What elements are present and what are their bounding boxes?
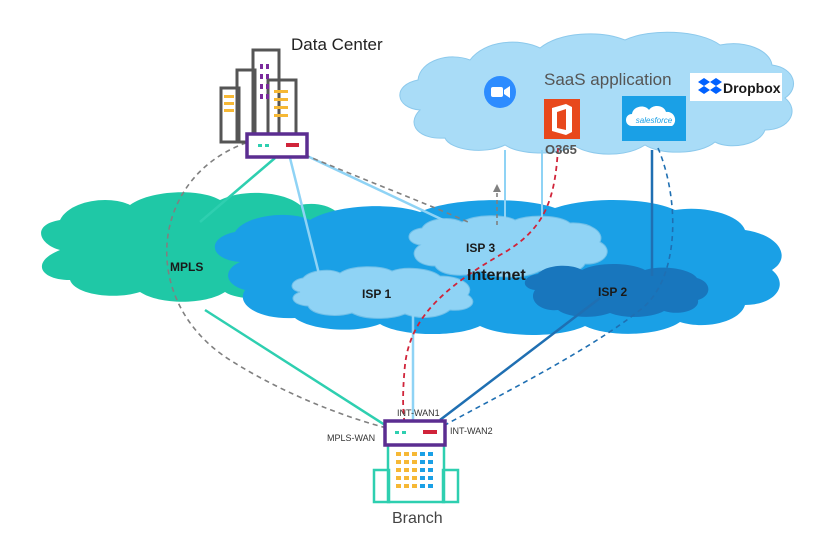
dropbox-icon [698, 78, 722, 94]
connections [199, 150, 654, 427]
salesforce-label: salesforce [636, 116, 673, 125]
dropbox-badge [690, 73, 782, 101]
mpls-wan-label: MPLS-WAN [327, 433, 375, 443]
int-wan2-label: INT-WAN2 [450, 426, 493, 436]
dc-isp1-link [288, 157, 322, 279]
isp2-cloud [524, 264, 709, 317]
isp2-branch-link [439, 297, 601, 421]
saas-cloud [399, 31, 795, 155]
branch-router[interactable] [383, 419, 447, 447]
gray-dashed-left [166, 139, 388, 429]
data-center-label: Data Center [291, 35, 383, 54]
dropbox-label: Dropbox [723, 80, 781, 96]
o365-label: O365 [545, 142, 577, 157]
gray-arrow-head [493, 184, 501, 192]
dc-isp3-link [304, 153, 461, 230]
gray-dashed-right [304, 154, 469, 223]
branch-label: Branch [392, 510, 443, 527]
data-center-building-icon [219, 48, 298, 144]
int-wan1-label: INT-WAN1 [397, 408, 440, 418]
isp3-label: ISP 3 [466, 241, 495, 255]
isp2-label: ISP 2 [598, 285, 627, 299]
dashed-paths [166, 139, 674, 429]
isp3-cloud [408, 215, 608, 278]
video-meeting-icon [484, 76, 516, 108]
saas-label: SaaS application [544, 70, 672, 89]
internet-label: Internet [467, 267, 526, 284]
salesforce-icon [622, 96, 686, 141]
mpls-branch-link [204, 308, 386, 427]
data-center-router[interactable] [245, 132, 309, 159]
mpls-label: MPLS [170, 260, 203, 274]
isp1-cloud [291, 266, 474, 319]
red-dashed-path [402, 147, 559, 426]
branch-building-icon [372, 442, 460, 504]
blue-dashed-path [444, 147, 674, 426]
isp1-label: ISP 1 [362, 287, 391, 301]
office365-icon [544, 99, 580, 139]
dc-mpls-link [199, 157, 276, 223]
